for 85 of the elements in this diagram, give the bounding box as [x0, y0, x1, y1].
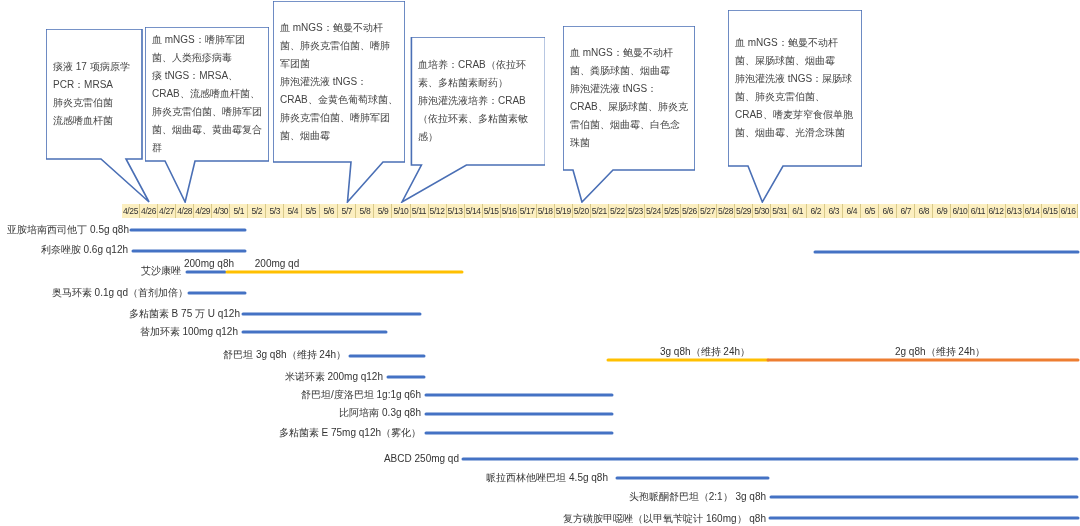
drug-dose-text: 舒巴坦/度洛巴坦 1g:1g q6h: [300, 389, 421, 401]
callout-text: 肺泡灌洗液 tNGS：CRAB、金黄色葡萄球菌、肺炎克雷伯菌、嗜肺军团菌、烟曲霉: [280, 74, 398, 143]
date-cell: 5/3: [266, 204, 285, 218]
date-cell: 5/9: [374, 204, 393, 218]
date-cell: 5/12: [428, 204, 447, 218]
drug-dose-text: 舒巴坦 3g q8h（维持 24h）: [223, 349, 346, 361]
date-cell: 5/11: [410, 204, 429, 218]
date-cell: 5/8: [356, 204, 375, 218]
date-cell: 5/29: [735, 204, 754, 218]
date-cell: 6/4: [843, 204, 862, 218]
date-cell: 5/25: [662, 204, 681, 218]
date-cell: 5/23: [626, 204, 645, 218]
drug-dose-text: ABCD 250mg qd: [383, 453, 459, 465]
date-cell: 5/30: [753, 204, 772, 218]
drug-dose-text: 替加环素 100mg q12h: [139, 326, 238, 338]
callout-text: 血 mNGS：鲍曼不动杆菌、肺炎克雷伯菌、嗜肺军团菌: [280, 20, 391, 71]
date-cell: 6/12: [987, 204, 1006, 218]
date-cell: 6/8: [915, 204, 934, 218]
callout-text: 血培养：CRAB（依拉环素、多粘菌素耐药）: [418, 58, 527, 90]
date-cell: 5/15: [482, 204, 501, 218]
callout-text: 肺泡灌洗液 tNGS：屎肠球菌、肺炎克雷伯菌、CRAB、嗜麦芽窄食假单胞菌、烟曲霉、光滑念珠菌: [735, 72, 854, 140]
date-cell: 5/10: [392, 204, 411, 218]
date-cell: 6/3: [825, 204, 844, 218]
date-cell: 6/5: [861, 204, 880, 218]
callout-text: 流感嗜血杆菌: [53, 114, 114, 128]
date-cell: 6/14: [1023, 204, 1042, 218]
drug-dose-text: 亚胺培南西司他丁 0.5g q8h: [7, 224, 129, 236]
callout-text: 肺泡灌洗液 tNGS：CRAB、屎肠球菌、肺炎克雷伯菌、烟曲霉、白色念珠菌: [570, 82, 688, 150]
date-cell: 4/28: [176, 204, 195, 218]
drug-dose-text: 头孢哌酮舒巴坦（2:1） 3g q8h: [628, 491, 766, 503]
drug-dose-text: 哌拉西林他唑巴坦 4.5g q8h: [486, 472, 608, 484]
date-cell: 5/24: [644, 204, 663, 218]
drug-dose-text: 复方磺胺甲噁唑（以甲氧苄啶计 160mg） q8h: [563, 513, 766, 525]
date-cell: 5/5: [302, 204, 321, 218]
drug-dose-text: 多粘菌素 E 75mg q12h（雾化）: [278, 427, 421, 439]
date-cell: 5/4: [284, 204, 303, 218]
date-cell: 6/11: [969, 204, 988, 218]
callout-text: 痰 tNGS：MRSA、CRAB、流感嗜血杆菌、肺炎克雷伯菌、嗜肺军团菌、烟曲霉、黄曲霉复合群: [152, 69, 262, 155]
drug-dose-text: 200mg q8h: [184, 258, 234, 270]
date-cell: 6/2: [807, 204, 826, 218]
date-cell: 5/7: [338, 204, 357, 218]
drug-dose-text: 比阿培南 0.3g q8h: [339, 407, 421, 419]
date-cell: 4/25: [122, 204, 141, 218]
drug-dose-text: 米诺环素 200mg q12h: [284, 371, 383, 383]
date-cell: 4/30: [212, 204, 231, 218]
drug-dose-text: 艾沙康唑: [141, 265, 181, 277]
date-cell: 6/13: [1005, 204, 1024, 218]
date-cell: 5/22: [608, 204, 627, 218]
date-cell: 5/18: [536, 204, 555, 218]
date-cell: 6/9: [933, 204, 952, 218]
callout-text: 肺泡灌洗液培养：CRAB（依拉环素、多粘菌素敏感）: [418, 94, 529, 144]
date-cell: 5/31: [771, 204, 790, 218]
date-cell: 6/6: [879, 204, 898, 218]
callout-text: 血 mNGS：鲍曼不动杆菌、粪肠球菌、烟曲霉: [570, 46, 674, 78]
callout-text: 血 mNGS：鲍曼不动杆菌、屎肠球菌、烟曲霉: [735, 36, 839, 68]
date-cell: 5/6: [320, 204, 339, 218]
drug-dose-text: 多粘菌素 B 75 万 U q12h: [128, 308, 240, 320]
date-cell: 4/27: [158, 204, 177, 218]
drug-dose-text: 3g q8h（维持 24h）: [659, 346, 751, 358]
date-cell: 6/15: [1041, 204, 1060, 218]
date-cell: 6/7: [897, 204, 916, 218]
date-cell: 5/13: [446, 204, 465, 218]
drug-dose-text: 2g q8h（维持 24h）: [894, 346, 986, 358]
date-cell: 4/26: [140, 204, 159, 218]
callout-text: 肺炎克雷伯菌: [53, 96, 114, 110]
date-cell: 5/2: [248, 204, 267, 218]
date-cell: 5/19: [554, 204, 573, 218]
date-cell: 6/10: [951, 204, 970, 218]
date-cell: 5/17: [518, 204, 537, 218]
date-cell: 5/28: [717, 204, 736, 218]
date-cell: 5/26: [680, 204, 699, 218]
date-cell: 4/29: [194, 204, 213, 218]
date-cell: 5/14: [464, 204, 483, 218]
drug-dose-text: 200mg qd: [254, 258, 300, 270]
date-cell: 6/16: [1059, 204, 1078, 218]
date-cell: 5/21: [590, 204, 609, 218]
date-cell: 6/1: [789, 204, 808, 218]
drug-dose-text: 奥马环素 0.1g qd（首剂加倍）: [51, 287, 188, 299]
callout-text: 血 mNGS：嗜肺军团菌、人类疱疹病毒: [152, 33, 246, 65]
drug-dose-text: 利奈唑胺 0.6g q12h: [40, 244, 128, 256]
callout-text: 痰液 17 项病原学 PCR：MRSA: [53, 60, 131, 92]
date-cell: 5/16: [500, 204, 519, 218]
date-cell: 5/1: [230, 204, 249, 218]
date-cell: 5/27: [699, 204, 718, 218]
date-cell: 5/20: [572, 204, 591, 218]
